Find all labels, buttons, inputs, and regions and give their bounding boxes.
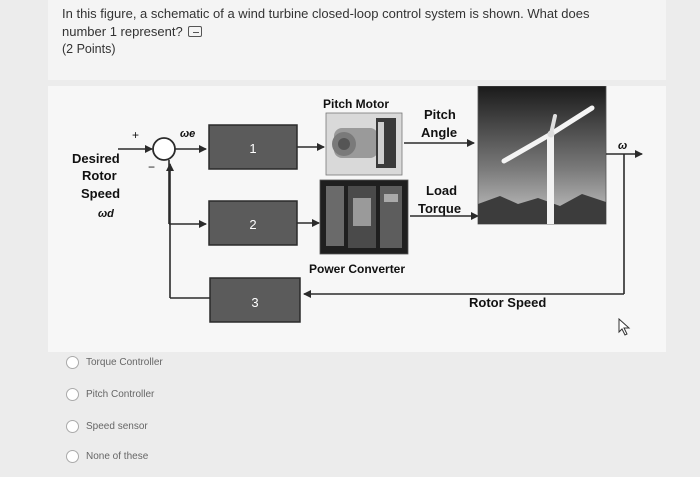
output-symbol: ω xyxy=(618,140,627,152)
pitch-motor-label: Pitch Motor xyxy=(323,97,389,111)
question-card: In this figure, a schematic of a wind tu… xyxy=(48,0,666,80)
sum-plus-sign: + xyxy=(132,128,139,142)
load-torque-label-2: Torque xyxy=(418,201,461,216)
option-speed-sensor[interactable]: Speed sensor xyxy=(66,417,148,435)
radio-button[interactable] xyxy=(66,449,79,463)
error-symbol: ωe xyxy=(180,128,195,140)
block-2-label: 2 xyxy=(249,217,256,232)
pitch-angle-label-2: Angle xyxy=(421,125,457,140)
block-3-label: 3 xyxy=(251,295,258,310)
desired-speed-symbol: ωd xyxy=(98,208,114,220)
mouse-cursor-icon xyxy=(618,318,631,336)
option-label: None of these xyxy=(86,450,149,462)
option-label: Torque Controller xyxy=(86,356,163,368)
option-label: Pitch Controller xyxy=(86,388,155,400)
wind-turbine-image xyxy=(477,86,607,225)
immersive-reader-icon[interactable] xyxy=(187,26,202,37)
power-converter-label: Power Converter xyxy=(309,262,405,276)
radio-button[interactable] xyxy=(66,355,79,369)
question-text-line2: number 1 represent? xyxy=(62,24,202,39)
block-1 xyxy=(208,124,298,170)
pitch-motor-image xyxy=(325,112,403,176)
radio-button[interactable] xyxy=(66,419,79,433)
question-points: (2 Points) xyxy=(62,42,116,56)
desired-rotor-speed-label-1: Desired xyxy=(72,151,120,166)
diagram-card: + − ωe Desired Rotor Speed ωd 1 2 3 Pitc… xyxy=(48,86,666,352)
option-label: Speed sensor xyxy=(86,420,148,432)
desired-rotor-speed-label-2: Rotor xyxy=(82,168,117,183)
desired-rotor-speed-label-3: Speed xyxy=(81,186,120,201)
rotor-speed-label: Rotor Speed xyxy=(469,295,546,310)
pitch-angle-label-1: Pitch xyxy=(424,107,456,122)
option-torque-controller[interactable]: Torque Controller xyxy=(66,353,163,371)
question-text-line2-text: number 1 represent? xyxy=(62,24,183,39)
block-2 xyxy=(208,200,298,246)
option-pitch-controller[interactable]: Pitch Controller xyxy=(66,385,154,403)
power-converter-image xyxy=(319,179,409,255)
option-none-of-these[interactable]: None of these xyxy=(66,447,148,465)
control-system-diagram: + − ωe Desired Rotor Speed ωd 1 2 3 Pitc… xyxy=(72,86,643,323)
block-3 xyxy=(209,277,301,323)
sum-minus-sign: − xyxy=(148,160,155,174)
radio-button[interactable] xyxy=(66,387,79,401)
question-text-line1: In this figure, a schematic of a wind tu… xyxy=(62,6,590,21)
summing-junction xyxy=(152,137,176,161)
block-1-label: 1 xyxy=(249,141,256,156)
load-torque-label-1: Load xyxy=(426,183,457,198)
